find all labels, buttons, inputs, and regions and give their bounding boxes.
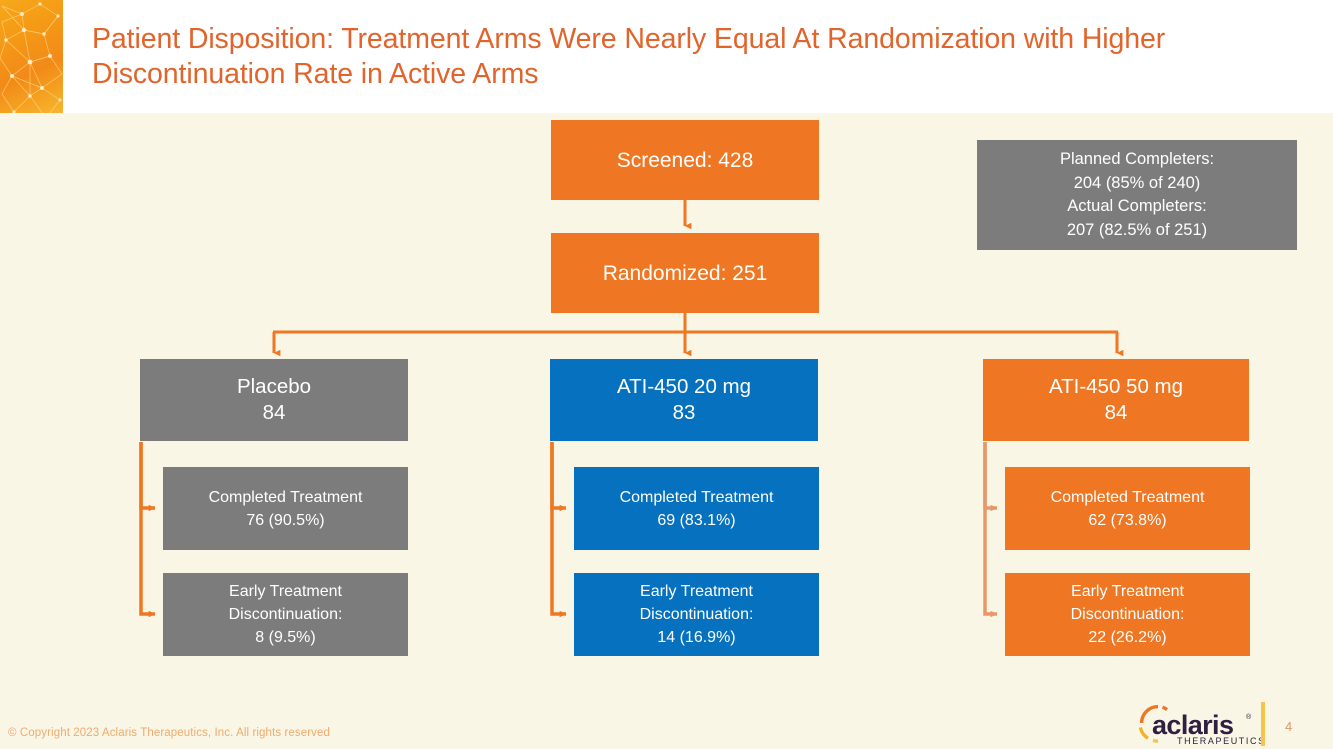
arm-ati50-name: ATI-450 50 mg [1048, 375, 1184, 398]
page-title: Patient Disposition: Treatment Arms Were… [92, 23, 1166, 90]
note-line-1: Planned Completers: [1059, 150, 1215, 168]
ati20-early-discontinuation-box: Early Treatment Discontinuation: 14 (16.… [574, 573, 819, 656]
copyright-text: © Copyright 2023 Aclaris Therapeutics, I… [8, 727, 331, 739]
placebo-early-value: 8 (9.5%) [255, 629, 316, 646]
ati50-early-label-1: Early Treatment [1071, 583, 1184, 600]
ati20-early-value: 14 (16.9%) [657, 629, 736, 646]
arm-placebo-name: Placebo [236, 375, 312, 398]
ati20-completed-box: Completed Treatment 69 (83.1%) [574, 467, 819, 550]
node-randomized: Randomized: 251 [551, 233, 819, 313]
arm-header-ati450-50mg: ATI-450 50 mg 84 [983, 359, 1249, 441]
placebo-completed-label: Completed Treatment [208, 488, 363, 506]
node-randomized-label: Randomized: 251 [602, 261, 768, 285]
placebo-early-label-1: Early Treatment [229, 583, 342, 600]
svg-text:®: ® [1246, 713, 1252, 721]
svg-text:THERAPEUTICS: THERAPEUTICS [1177, 736, 1264, 746]
ati50-early-discontinuation-box: Early Treatment Discontinuation: 22 (26.… [1005, 573, 1250, 656]
node-screened: Screened: 428 [551, 120, 819, 200]
ati50-completed-box: Completed Treatment 62 (73.8%) [1005, 467, 1250, 550]
arm-ati50-count: 84 [1104, 401, 1128, 424]
svg-text:aclaris: aclaris [1152, 710, 1233, 740]
arm-header-ati450-20mg: ATI-450 20 mg 83 [550, 359, 818, 441]
arm-header-placebo: Placebo 84 [140, 359, 408, 441]
ati50-early-value: 22 (26.2%) [1088, 629, 1167, 646]
ati50-completed-label: Completed Treatment [1050, 488, 1205, 506]
footer-divider [1261, 702, 1265, 746]
ati20-early-label-2: Discontinuation: [639, 606, 754, 623]
note-line-4: 207 (82.5% of 251) [1066, 220, 1208, 239]
completers-note-box: Planned Completers: 204 (85% of 240) Act… [977, 140, 1297, 250]
ati50-early-label-2: Discontinuation: [1070, 606, 1185, 623]
ati20-early-label-1: Early Treatment [640, 583, 753, 600]
arm-placebo-count: 84 [262, 401, 286, 424]
aclaris-logo: aclaris ® THERAPEUTICS [1134, 701, 1264, 747]
page-number: 4 [1285, 719, 1293, 734]
placebo-completed-box: Completed Treatment 76 (90.5%) [163, 467, 408, 550]
diagram-canvas: Screened: 428 Randomized: 251 Planned Co… [0, 113, 1333, 749]
arm-ati20-count: 83 [672, 401, 696, 424]
placebo-early-label-2: Discontinuation: [228, 606, 343, 623]
ati20-completed-value: 69 (83.1%) [657, 511, 736, 529]
note-line-2: 204 (85% of 240) [1073, 173, 1201, 192]
ati20-completed-label: Completed Treatment [619, 488, 774, 506]
node-screened-label: Screened: 428 [616, 148, 754, 172]
placebo-early-discontinuation-box: Early Treatment Discontinuation: 8 (9.5%… [163, 573, 408, 656]
slide-header-band [0, 0, 1333, 113]
placebo-completed-value: 76 (90.5%) [246, 511, 325, 529]
arm-ati20-name: ATI-450 20 mg [616, 375, 752, 398]
note-line-3: Actual Completers: [1067, 197, 1207, 215]
decorative-network-graphic [0, 0, 63, 122]
ati50-completed-value: 62 (73.8%) [1088, 511, 1167, 529]
